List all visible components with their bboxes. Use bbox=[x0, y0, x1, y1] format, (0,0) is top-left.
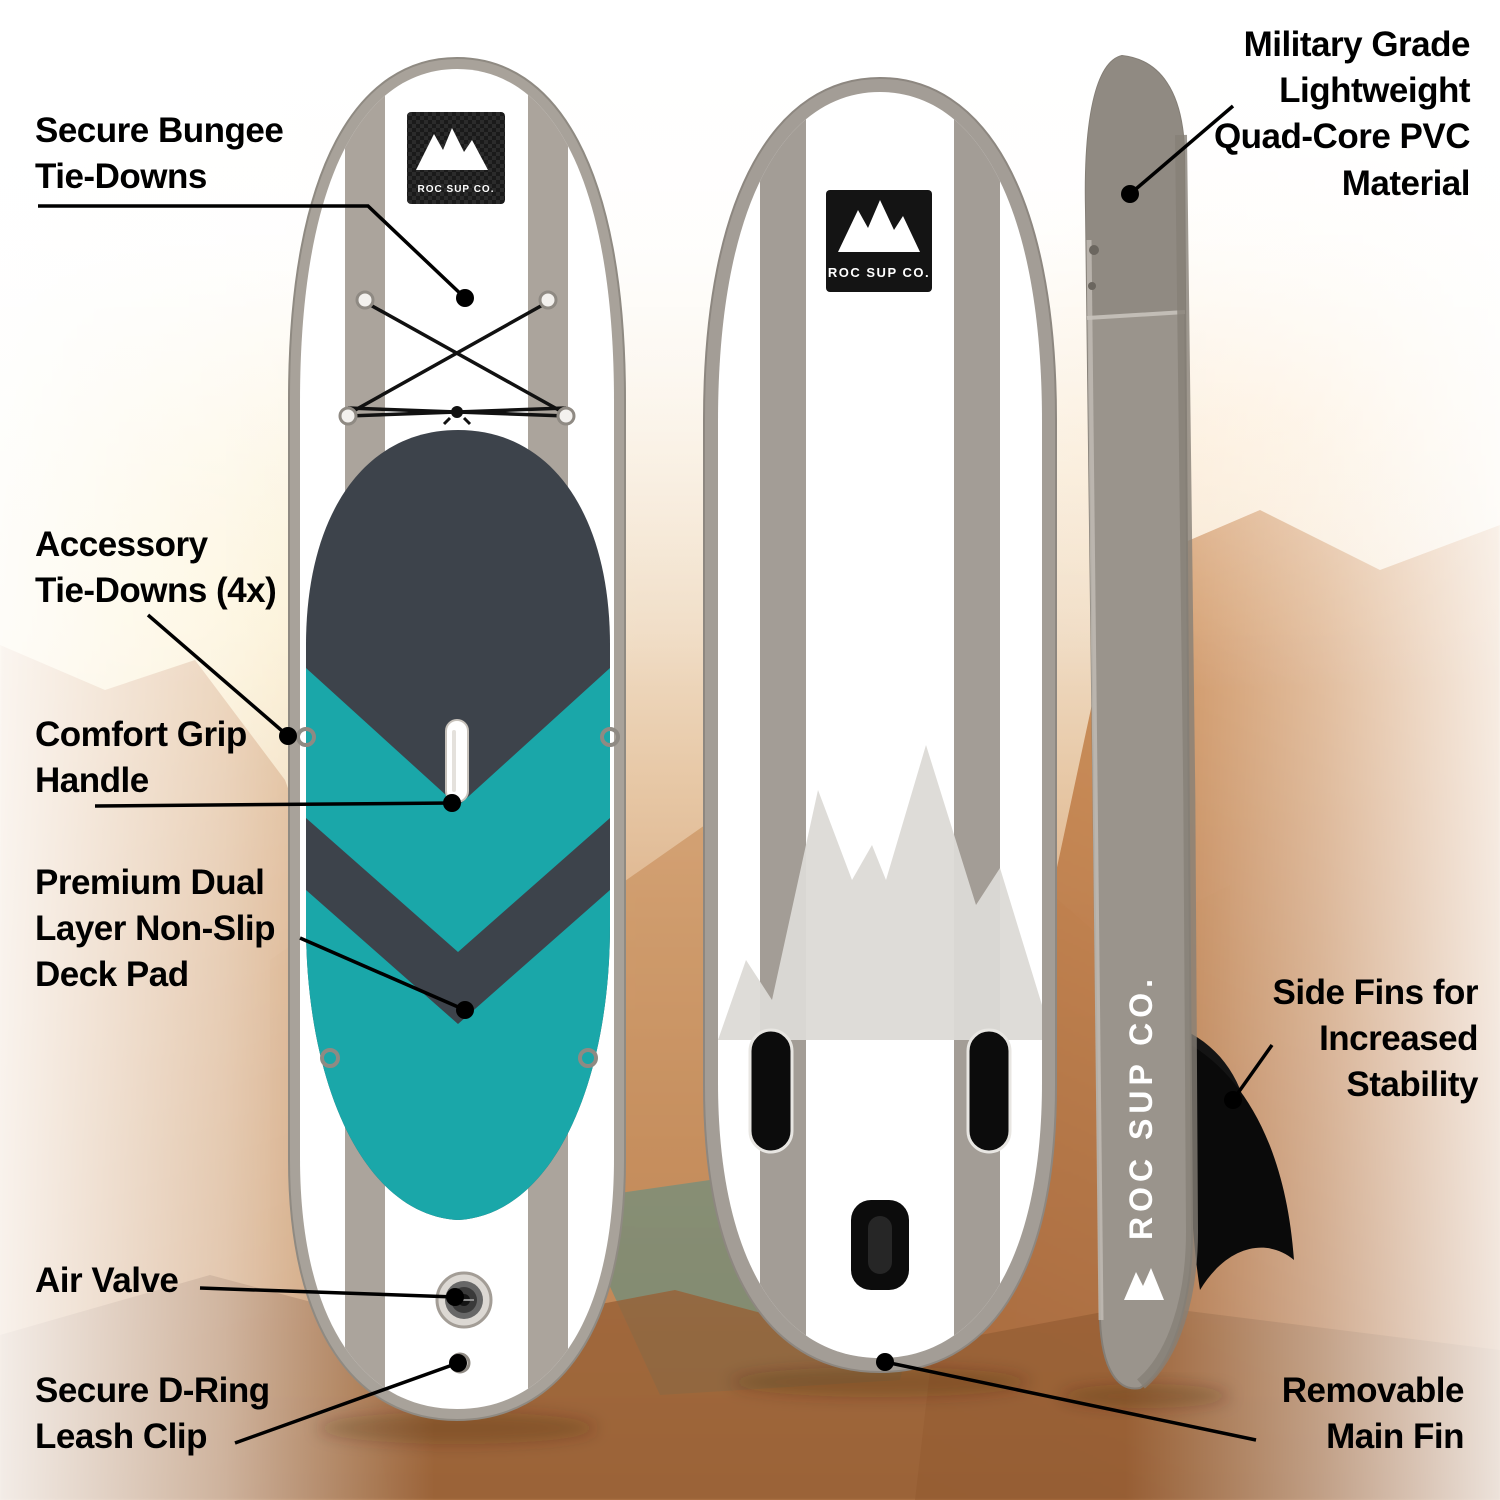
main-fin-mount bbox=[851, 1200, 909, 1290]
callout-dot-pvc bbox=[1121, 185, 1139, 203]
side-logo-mark bbox=[1124, 1268, 1164, 1300]
callout-label-accessory: Accessory Tie-Downs (4x) bbox=[35, 525, 277, 611]
callout-dot-airvalve bbox=[446, 1288, 464, 1306]
callout-lines bbox=[38, 104, 1274, 1445]
back-logo-text: ROC SUP CO. bbox=[828, 265, 930, 280]
callout-line-sidefins bbox=[1231, 1043, 1274, 1102]
side-board-seam bbox=[1086, 310, 1186, 320]
board-shadows bbox=[317, 1367, 1230, 1444]
side-logo: ROC SUP CO. bbox=[1123, 974, 1164, 1300]
callout-label-pvc: Military Grade Lightweight Quad-Core PVC… bbox=[1213, 25, 1471, 203]
callout-label-dring: Secure D-Ring Leash Clip bbox=[35, 1371, 270, 1457]
callout-dot-bungee bbox=[456, 289, 474, 307]
bungee-tie-downs bbox=[338, 290, 576, 426]
callout-line-deckpad bbox=[299, 936, 466, 1012]
callout-line-airvalve bbox=[199, 1286, 456, 1299]
accessory-tie-downs bbox=[296, 727, 620, 1068]
front-logo-text: ROC SUP CO. bbox=[418, 184, 495, 195]
callout-label-handle: Comfort Grip Handle bbox=[35, 715, 247, 801]
callout-line-mainfin bbox=[884, 1360, 1257, 1442]
side-grommet bbox=[1088, 282, 1096, 290]
callout-label-deckpad: Premium Dual Layer Non-Slip Deck Pad bbox=[35, 863, 275, 995]
mountain-logo-icon bbox=[838, 200, 920, 252]
callout-line-pvc bbox=[1128, 104, 1235, 196]
callout-line-dring bbox=[234, 1361, 459, 1445]
bungee-knot bbox=[442, 406, 472, 426]
board-side-view: ROC SUP CO. bbox=[1084, 54, 1294, 1390]
side-view-main-fin bbox=[1186, 1042, 1294, 1290]
side-fin-right bbox=[966, 1028, 1012, 1154]
callout-dot-accessory bbox=[279, 727, 297, 745]
side-board-edge-highlight bbox=[1086, 239, 1104, 1321]
deck-pad bbox=[306, 430, 610, 1220]
callout-dot-mainfin bbox=[876, 1353, 894, 1371]
board-front-view: ROC SUP CO. bbox=[288, 56, 626, 1422]
callout-dots bbox=[279, 185, 1242, 1372]
board-back-view: ROC SUP CO. bbox=[703, 76, 1057, 1374]
bungee-grommets bbox=[338, 290, 576, 426]
callout-line-handle bbox=[94, 801, 453, 808]
side-board-nose-cap bbox=[1085, 56, 1185, 316]
front-logo-patch: ROC SUP CO. bbox=[407, 112, 505, 204]
grab-handle bbox=[445, 719, 469, 803]
air-valve bbox=[435, 1271, 493, 1329]
side-board-edge-shade bbox=[1136, 134, 1199, 1389]
callout-dot-handle bbox=[443, 794, 461, 812]
deck-pad-charcoal-chevron bbox=[306, 818, 610, 1024]
mountain-logo-icon bbox=[416, 128, 488, 170]
watermark-mountains bbox=[718, 745, 1042, 1040]
side-fin-left bbox=[748, 1028, 794, 1154]
callout-dot-sidefins bbox=[1224, 1091, 1242, 1109]
back-logo-patch: ROC SUP CO. bbox=[826, 190, 932, 292]
callout-label-airvalve: Air Valve bbox=[35, 1261, 179, 1300]
side-grommet bbox=[1089, 245, 1099, 255]
callout-dot-dring bbox=[449, 1354, 467, 1372]
callout-label-mainfin: Removable Main Fin bbox=[1281, 1371, 1465, 1457]
callout-label-sidefins: Side Fins for Increased Stability bbox=[1272, 973, 1479, 1105]
callout-line-accessory bbox=[146, 613, 290, 738]
side-logo-text: ROC SUP CO. bbox=[1123, 974, 1159, 1240]
callout-dot-deckpad bbox=[456, 1001, 474, 1019]
callout-line-bungee bbox=[38, 204, 467, 300]
callout-label-bungee: Secure Bungee Tie-Downs bbox=[35, 111, 284, 197]
